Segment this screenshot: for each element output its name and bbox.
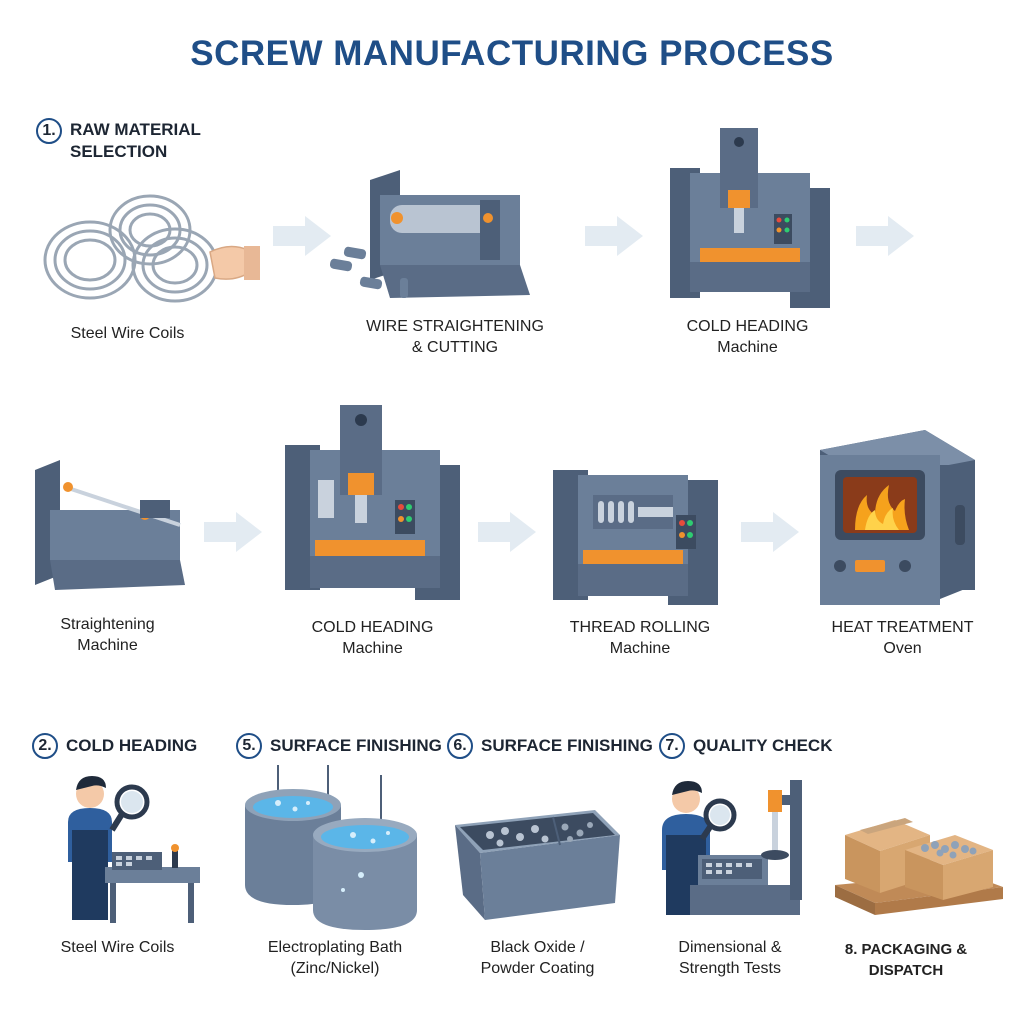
step-6-badge: 6. [447, 733, 473, 759]
arrow-icon [273, 216, 331, 256]
caption-steel-wire-coils-2: Steel Wire Coils [60, 939, 175, 956]
heat-treatment-oven-icon [820, 430, 975, 605]
thread-rolling-machine-icon [553, 470, 718, 605]
page-title: SCREW MANUFACTURING PROCESS [190, 34, 834, 73]
caption-black-oxide: Black Oxide / Powder Coating [480, 939, 595, 977]
step-5-label: SURFACE FINISHING [270, 736, 442, 755]
caption-heat-treatment: HEAT TREATMENT Oven [831, 619, 974, 657]
wire-cutting-machine-icon [329, 170, 530, 298]
cold-heading-machine-icon [285, 405, 460, 600]
arrow-icon [478, 512, 536, 552]
step-7-label: QUALITY CHECK [693, 736, 833, 755]
step-2-label: COLD HEADING [66, 736, 198, 755]
arrow-icon [856, 216, 914, 256]
inspector-control-panel-icon [68, 776, 200, 923]
step-1-badge: 1. [36, 118, 62, 144]
cold-heading-machine-icon [670, 128, 830, 308]
caption-thread-rolling: THREAD ROLLING Machine [569, 619, 711, 657]
steel-wire-coils-icon [43, 194, 260, 303]
step-1-header: 1. RAW MATERIAL SELECTION [36, 118, 201, 163]
step-6-header: 6. SURFACE FINISHING [447, 733, 653, 759]
caption-steel-wire-coils: Steel Wire Coils [70, 325, 185, 342]
arrow-icon [741, 512, 799, 552]
straightening-machine-icon [35, 460, 185, 590]
caption-wire-straightening: WIRE STRAIGHTENING & CUTTING [366, 318, 544, 356]
caption-tests: Dimensional & Strength Tests [678, 939, 782, 977]
electroplating-bath-icon [245, 765, 417, 930]
step-5-badge: 5. [236, 733, 262, 759]
caption-straightening-machine: Straightening Machine [60, 616, 155, 654]
caption-cold-heading-1: COLD HEADING Machine [686, 318, 809, 356]
caption-electroplating: Electroplating Bath (Zinc/Nickel) [267, 939, 403, 977]
arrow-icon [585, 216, 643, 256]
step-2-header: 2. COLD HEADING [32, 733, 197, 759]
step-7-header: 7. QUALITY CHECK [659, 733, 832, 759]
step-1-label: RAW MATERIAL SELECTION [70, 120, 201, 161]
quality-check-icon [662, 780, 802, 915]
step-6-label: SURFACE FINISHING [481, 736, 653, 755]
step-7-badge: 7. [659, 733, 685, 759]
coating-tub-icon [455, 810, 620, 920]
step-5-header: 5. SURFACE FINISHING [236, 733, 442, 759]
caption-cold-heading-2: COLD HEADING Machine [311, 619, 434, 657]
step-2-badge: 2. [32, 733, 58, 759]
arrow-icon [204, 512, 262, 552]
packaging-boxes-icon [835, 818, 1003, 915]
caption-packaging: 8. PACKAGING & DISPATCH [844, 941, 968, 979]
